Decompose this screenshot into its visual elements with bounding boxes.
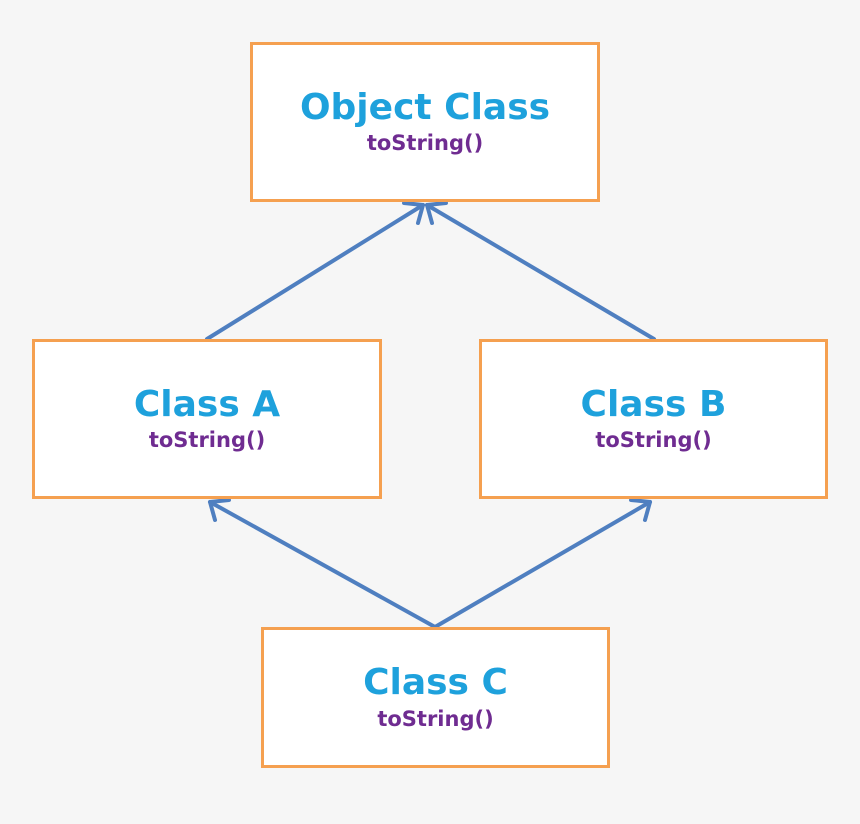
class-b-method: toString() xyxy=(595,428,712,453)
arrow-class-c-to-class-b xyxy=(433,498,652,629)
object-class-name: Object Class xyxy=(299,86,551,128)
arrow-class-c-to-class-a xyxy=(208,498,437,629)
arrow-class-b-to-object xyxy=(425,201,656,341)
arrow-class-a-to-object xyxy=(205,201,425,341)
class-b-name: Class B xyxy=(580,383,727,425)
class-a-method: toString() xyxy=(148,428,266,453)
class-b-box: Class B toString() xyxy=(479,339,828,499)
class-a-box: Class A toString() xyxy=(32,339,382,499)
class-a-name: Class A xyxy=(133,383,281,425)
class-c-box: Class C toString() xyxy=(261,627,610,768)
class-c-method: toString() xyxy=(377,706,494,731)
object-class-method: toString() xyxy=(366,131,484,156)
class-c-name: Class C xyxy=(363,662,508,704)
object-class-box: Object Class toString() xyxy=(250,42,600,202)
